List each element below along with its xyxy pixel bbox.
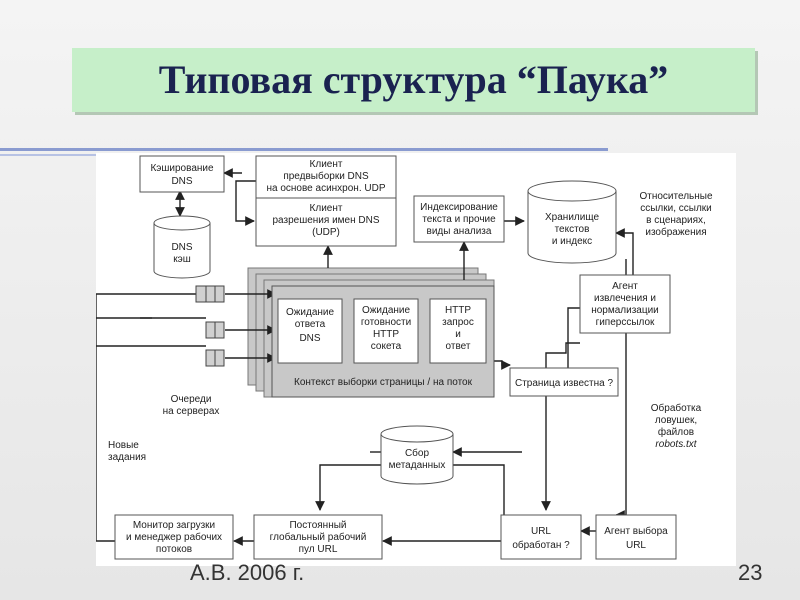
node-label: потоков	[156, 544, 192, 555]
arrow	[545, 342, 580, 383]
node-label: Постоянный	[289, 520, 346, 531]
node-label: извлечения и	[594, 293, 656, 304]
load-monitor-box: Монитор загрузки и менеджер рабочих пото…	[114, 514, 234, 560]
page-number: 23	[738, 560, 763, 585]
node-label: Монитор загрузки	[133, 520, 215, 531]
node-label: нормализации	[591, 305, 659, 316]
node-label: DNS	[171, 176, 192, 187]
node-label: разрешения имен DNS	[272, 215, 379, 226]
node-label: и менеджер рабочих	[126, 531, 222, 543]
note-label: Относительные	[639, 191, 712, 202]
node-label: пул URL	[299, 544, 338, 555]
node-label: Индексирование	[420, 202, 498, 213]
queue-icons	[195, 285, 225, 367]
global-pool-box: Постоянный глобальный рабочий пул URL	[253, 514, 383, 560]
node-label: метаданных	[389, 460, 446, 471]
node-label: ответ	[446, 341, 471, 352]
title-band	[72, 48, 755, 112]
note-label: ссылки, ссылки	[640, 203, 712, 214]
node-label: Агент	[612, 281, 638, 292]
node-label: готовности	[361, 317, 411, 328]
page-known-box: Страница известна ?	[509, 367, 619, 397]
node-label: виды анализа	[427, 226, 492, 237]
server-queues-label: Очереди на серверах	[163, 394, 220, 417]
selection-agent-box: Агент выбора URL	[595, 514, 677, 560]
note-label: задания	[108, 452, 146, 463]
node-label: URL	[626, 540, 646, 551]
node-label: Контекст выборки страницы / на поток	[294, 376, 473, 388]
relative-links-label: Относительные ссылки, ссылки в сценариях…	[639, 191, 712, 238]
node-label: обработан ?	[512, 539, 570, 551]
url-processed-box: URL обработан ?	[500, 514, 582, 560]
metadata-cylinder: Сбор метаданных	[380, 425, 454, 485]
node-label: ответа	[295, 319, 326, 330]
node-label: Клиент	[310, 159, 343, 170]
node-label: (UDP)	[312, 227, 340, 238]
node-label: Клиент	[310, 203, 343, 214]
link-agent-box: Агент извлечения и нормализации гиперссы…	[579, 274, 671, 334]
new-tasks-label: Новые задания	[108, 440, 146, 463]
indexing-box: Индексирование текста и прочие виды анал…	[413, 195, 505, 243]
slide-title: Типовая структура “Паука”	[158, 57, 669, 102]
node-label: глобальный рабочий	[270, 531, 367, 543]
text-storage-cylinder: Хранилище текстов и индекс	[527, 180, 617, 264]
node-label: DNS	[299, 333, 320, 344]
note-label: в сценариях,	[646, 215, 706, 226]
arrow	[615, 228, 634, 275]
node-label: HTTP	[445, 305, 471, 316]
note-label: ловушек,	[655, 415, 697, 426]
node-label: URL	[531, 526, 551, 537]
note-label: Очереди	[171, 394, 212, 405]
node-label: HTTP	[373, 329, 399, 340]
node-label: гиперссылок	[596, 317, 655, 328]
crawler-diagram: Кэширование DNS Клиент предвыборки DNS н…	[95, 153, 736, 566]
node-label: Кэширование	[150, 163, 214, 174]
node-label: Страница известна ?	[515, 378, 613, 389]
node-label: и	[455, 329, 461, 340]
node-label: Ожидание	[362, 305, 411, 316]
node-label: Сбор	[405, 447, 430, 459]
node-label: запрос	[442, 317, 474, 328]
node-label: текста и прочие	[422, 214, 496, 225]
note-label: Обработка	[651, 402, 702, 414]
node-label: кэш	[173, 254, 191, 265]
note-label: изображения	[645, 226, 706, 238]
fetch-thread-panel: Ожидание ответа DNS Ожидание готовности …	[271, 285, 495, 398]
note-label: на серверах	[163, 406, 220, 417]
node-label: сокета	[371, 341, 402, 352]
trap-handling-label: Обработка ловушек, файлов robots.txt	[651, 402, 702, 450]
node-label: текстов	[555, 224, 590, 235]
node-label: DNS	[171, 242, 192, 253]
node-label: Хранилище	[545, 212, 599, 223]
node-label: Агент выбора	[604, 525, 668, 537]
node-label: предвыборки DNS	[283, 170, 369, 182]
dns-db-cylinder: DNS кэш	[153, 215, 211, 279]
note-label: robots.txt	[655, 439, 697, 450]
note-label: Новые	[108, 440, 139, 451]
node-label: и индекс	[552, 236, 592, 247]
arrow	[235, 180, 256, 226]
dns-client-box: Клиент предвыборки DNS на основе асинхро…	[255, 155, 397, 247]
arrow	[563, 307, 580, 380]
footer-author-year: А.В. 2006 г.	[190, 560, 305, 585]
node-label: на основе асинхрон. UDP	[266, 183, 385, 194]
decorative-rule	[0, 148, 608, 151]
note-label: файлов	[658, 426, 694, 438]
arrow	[95, 294, 115, 542]
dns-cache-box: Кэширование DNS	[139, 155, 225, 193]
node-label: Ожидание	[286, 307, 335, 318]
